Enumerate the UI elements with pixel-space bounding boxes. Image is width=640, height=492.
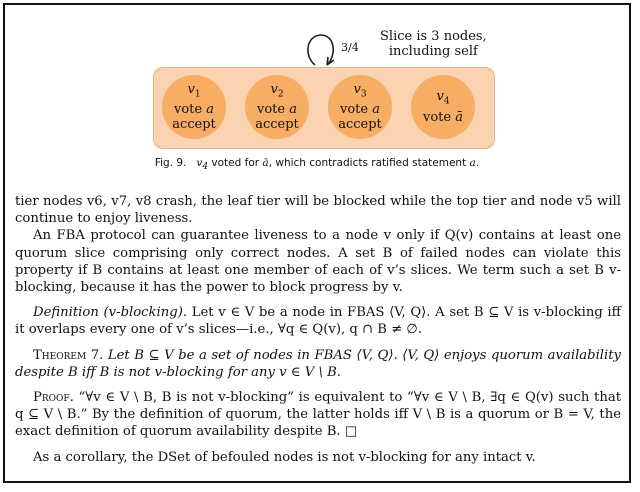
figure-caption: Fig. 9. v4 voted for ā, which contradict… [154,157,480,173]
node-v2: v2 vote a accept [245,75,309,139]
body-text: tier nodes v6, v7, v8 crash, the leaf ti… [15,193,621,466]
paragraph-fba-guarantee: An FBA protocol can guarantee liveness t… [15,228,621,296]
slice-note: Slice is 3 nodes, including self [380,29,487,59]
threshold-label: 3/4 [341,41,359,54]
page-frame: 3/4 Slice is 3 nodes, including self v1 … [3,3,631,483]
self-loop-arrow-icon [307,34,335,66]
theorem-7: Theorem 7. Let B ⊆ V be a set of nodes i… [15,347,621,380]
paragraph-liveness: tier nodes v6, v7, v8 crash, the leaf ti… [15,194,621,227]
figure-9: 3/4 Slice is 3 nodes, including self v1 … [5,5,629,185]
node-v3: v3 vote a accept [328,75,392,139]
node-v4: v4 vote ā [411,75,475,139]
node-v1: v1 vote a accept [162,75,226,139]
paragraph-corollary: As a corollary, the DSet of befouled nod… [33,449,536,465]
definition-v-blocking: Definition (v-blocking). Let v ∈ V be a … [15,305,622,338]
proof: Proof. “∀v ∈ V \ B, B is not v-blocking”… [15,390,621,440]
